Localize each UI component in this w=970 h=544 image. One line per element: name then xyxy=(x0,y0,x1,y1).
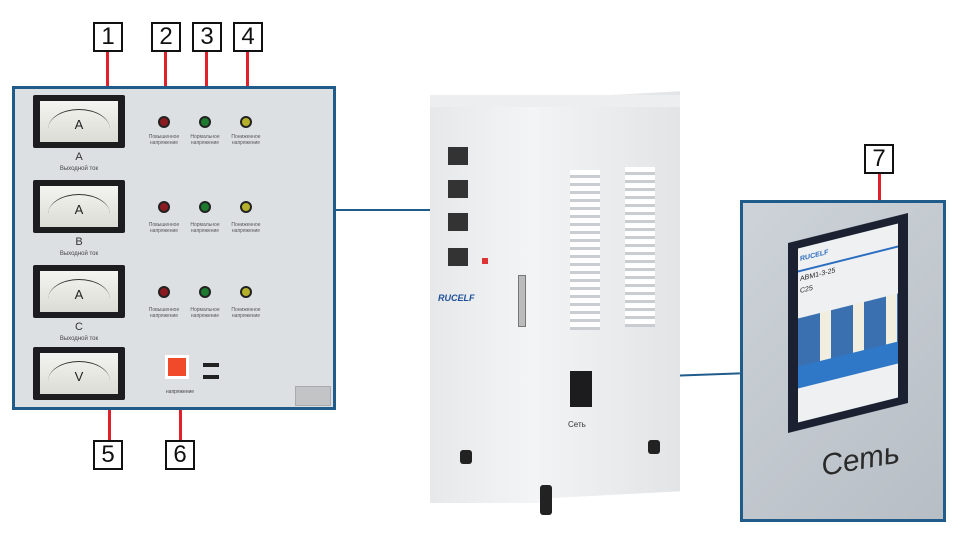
led-normal-voltage xyxy=(199,286,211,298)
cabinet-meter xyxy=(448,248,468,266)
ammeter-a: A xyxy=(33,95,125,148)
led-high-voltage xyxy=(158,116,170,128)
meter-caption: Выходной ток xyxy=(59,336,99,342)
led-label: Пониженное напряжение xyxy=(231,222,261,234)
callout-1: 1 xyxy=(93,22,123,52)
meter-caption: Выходной ток xyxy=(59,166,99,172)
caster-wheel xyxy=(648,440,660,454)
phase-label-a: A xyxy=(75,151,83,163)
cabinet-meter xyxy=(448,213,468,231)
vent-grille xyxy=(625,167,655,327)
voltage-select-button[interactable] xyxy=(165,355,189,379)
led-label: Повышенное напряжение xyxy=(148,307,180,319)
cabinet-top xyxy=(430,95,680,107)
led-label: Пониженное напряжение xyxy=(231,134,261,146)
cabinet-side xyxy=(538,91,680,499)
caster-wheel xyxy=(540,485,552,515)
led-normal-voltage xyxy=(199,116,211,128)
connector-line-panel xyxy=(336,209,486,211)
door-handle[interactable] xyxy=(518,275,526,327)
meter-unit: V xyxy=(74,369,84,384)
button-label: напряжение xyxy=(165,389,195,395)
led-label: Повышенное напряжение xyxy=(148,134,180,146)
voltage-stabilizer-cabinet: RUCELF Сеть xyxy=(430,91,680,520)
meter-unit: A xyxy=(74,117,84,132)
cabinet-logo: RUCELF xyxy=(438,293,475,303)
callout-5: 5 xyxy=(93,440,123,470)
led-label: Повышенное напряжение xyxy=(148,222,180,234)
callout-line-5 xyxy=(108,388,111,440)
led-label: Нормальное напряжение xyxy=(190,307,220,319)
led-normal-voltage xyxy=(199,201,211,213)
cabinet-button xyxy=(482,258,488,264)
callout-4: 4 xyxy=(233,22,263,52)
callout-3: 3 xyxy=(192,22,222,52)
panel-latch xyxy=(295,386,331,406)
callout-6: 6 xyxy=(165,440,195,470)
cabinet-net-label: Сеть xyxy=(568,420,586,429)
breaker-closeup: RUCELF АВМ1-3-25 C25 Сеть xyxy=(740,200,946,522)
meter-unit: A xyxy=(74,202,84,217)
vent-grille xyxy=(570,170,600,330)
cabinet-meter xyxy=(448,180,468,198)
ammeter-c: A xyxy=(33,265,125,318)
callout-line-1 xyxy=(106,52,109,97)
net-label: Сеть xyxy=(818,436,902,483)
meter-unit: A xyxy=(74,287,84,302)
led-label: Пониженное напряжение xyxy=(231,307,261,319)
cabinet-breaker xyxy=(570,371,592,407)
led-low-voltage xyxy=(240,286,252,298)
phase-label-c: C xyxy=(75,321,83,333)
breaker-rating: C25 xyxy=(800,284,813,295)
cabinet-meter xyxy=(448,147,468,165)
led-high-voltage xyxy=(158,201,170,213)
caster-wheel xyxy=(460,450,472,464)
button-state-icon xyxy=(203,375,219,379)
breaker-logo: RUCELF xyxy=(800,248,829,263)
breaker-frame: RUCELF АВМ1-3-25 C25 xyxy=(788,213,908,433)
led-low-voltage xyxy=(240,201,252,213)
led-low-voltage xyxy=(240,116,252,128)
led-high-voltage xyxy=(158,286,170,298)
control-panel-closeup: A A Выходной ток A B Выходной ток A C Вы… xyxy=(12,86,336,410)
led-label: Нормальное напряжение xyxy=(190,134,220,146)
callout-7: 7 xyxy=(864,144,894,174)
ammeter-b: A xyxy=(33,180,125,233)
callout-2: 2 xyxy=(151,22,181,52)
button-state-icon xyxy=(203,363,219,367)
meter-caption: Выходной ток xyxy=(59,251,99,257)
voltmeter: V xyxy=(33,347,125,400)
led-label: Нормальное напряжение xyxy=(190,222,220,234)
phase-label-b: B xyxy=(75,236,83,248)
